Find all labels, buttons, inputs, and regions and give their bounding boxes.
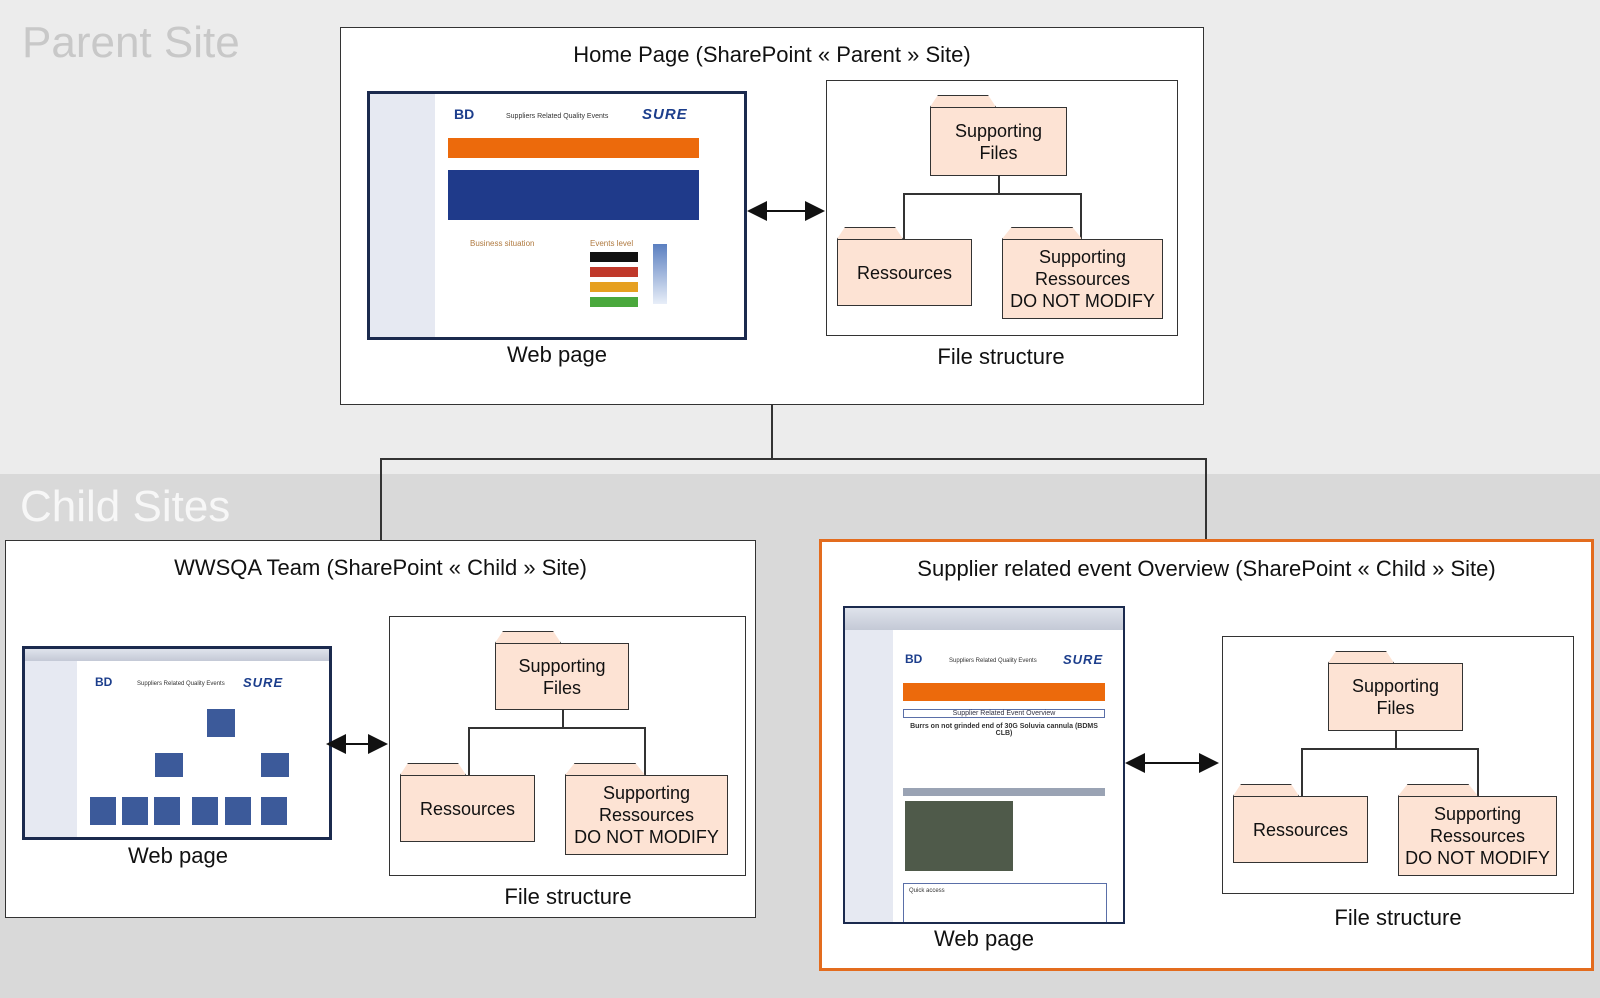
bd-logo: BD — [905, 652, 923, 666]
folder-tab — [565, 763, 645, 775]
org-node — [207, 709, 235, 737]
sure-logo: SURE — [243, 675, 284, 690]
thumbnail-sidebar — [845, 630, 893, 922]
thumbnail-browser-bar — [25, 649, 329, 661]
overview-web-page-caption: Web page — [934, 926, 1034, 951]
org-node — [261, 753, 289, 777]
parent-web-page-thumbnail[interactable]: BD Suppliers Related Quality Events SURE… — [367, 91, 747, 340]
tree-line — [468, 727, 644, 729]
wwsqa-file-structure-caption: File structure — [504, 884, 632, 909]
tree-line — [644, 727, 646, 775]
org-node — [192, 797, 218, 825]
child-sites-label: Child Sites — [20, 482, 231, 531]
thumbnail-business-header: Business situation — [470, 239, 535, 248]
connector-parent-down — [771, 405, 773, 459]
thumbnail-overview-header: Supplier Related Event Overview — [903, 709, 1105, 718]
thumbnail-sidebar — [25, 661, 77, 837]
org-node — [155, 753, 183, 777]
tree-line — [903, 193, 905, 239]
sure-logo: SURE — [642, 106, 688, 123]
folder-tab — [837, 227, 903, 239]
wwsqa-web-page-caption: Web page — [128, 843, 228, 868]
org-node — [90, 797, 116, 825]
thumbnail-levels-header: Events level — [590, 239, 634, 248]
tree-line — [1080, 193, 1082, 239]
connector-horizontal — [380, 458, 1206, 460]
folder-tab — [1398, 784, 1478, 796]
wwsqa-web-page-thumbnail[interactable]: BD Suppliers Related Quality Events SURE — [22, 646, 332, 840]
child-site-wwsqa-box: WWSQA Team (SharePoint « Child » Site) B… — [5, 540, 756, 918]
bd-logo: BD — [454, 106, 475, 122]
org-node — [261, 797, 287, 825]
parent-file-structure-caption: File structure — [937, 344, 1065, 369]
tree-line — [562, 710, 564, 728]
level-black — [590, 252, 638, 262]
level-red — [590, 267, 638, 277]
tree-line — [468, 727, 470, 775]
thumbnail-app-title: Suppliers Related Quality Events — [949, 658, 1037, 664]
bd-logo: BD — [95, 675, 113, 689]
thumbnail-info-panel — [448, 170, 699, 220]
sure-logo: SURE — [1063, 652, 1104, 667]
overview-web-page-thumbnail[interactable]: BD Suppliers Related Quality Events SURE… — [843, 606, 1125, 924]
child-site-overview-box: Supplier related event Overview (SharePo… — [819, 539, 1594, 971]
level-green — [590, 297, 638, 307]
parent-site-title: Home Page (SharePoint « Parent » Site) — [573, 42, 971, 67]
thumbnail-app-title: Suppliers Related Quality Events — [137, 681, 225, 687]
child-site-overview-title: Supplier related event Overview (SharePo… — [917, 556, 1496, 581]
tree-line — [1301, 748, 1303, 796]
org-node — [154, 797, 180, 825]
tree-line — [998, 176, 1000, 194]
thumbnail-alert-banner — [448, 138, 699, 158]
thumbnail-quick-access: Quick access — [909, 888, 945, 894]
folder-tab — [1233, 784, 1299, 796]
folder-tab — [400, 763, 466, 775]
thumbnail-browser-bar — [845, 608, 1123, 630]
parent-web-page-caption: Web page — [507, 342, 607, 367]
folder-tab — [1002, 227, 1082, 239]
org-node — [122, 797, 148, 825]
parent-site-label: Parent Site — [22, 18, 240, 67]
thumbnail-event-title: Burrs on not grinded end of 30G Soluvia … — [910, 723, 1098, 737]
folder-ressources[interactable]: Ressources — [1233, 796, 1368, 863]
folder-tab — [930, 95, 996, 107]
folder-ressources[interactable]: Ressources — [400, 775, 535, 842]
tree-line — [903, 193, 1080, 195]
parent-site-box: Home Page (SharePoint « Parent » Site) B… — [340, 27, 1204, 405]
thumbnail-alert-banner — [903, 683, 1105, 701]
connector-child-left — [380, 458, 382, 540]
thumbnail-quick-access-box — [903, 883, 1107, 922]
folder-tab — [495, 631, 561, 643]
tree-line — [1477, 748, 1479, 796]
level-amber — [590, 282, 638, 292]
child-site-wwsqa-title: WWSQA Team (SharePoint « Child » Site) — [174, 555, 587, 580]
thumbnail-app-title: Suppliers Related Quality Events — [506, 113, 609, 120]
thumbnail-event-photo — [905, 801, 1013, 871]
tree-line — [1395, 731, 1397, 749]
thumbnail-up-arrow — [653, 244, 667, 304]
thumbnail-sidebar — [370, 94, 435, 337]
overview-file-structure-caption: File structure — [1334, 905, 1462, 930]
tree-line — [1301, 748, 1477, 750]
org-node — [225, 797, 251, 825]
folder-ressources[interactable]: Ressources — [837, 239, 972, 306]
folder-tab — [1328, 651, 1394, 663]
connector-child-right — [1205, 458, 1207, 540]
thumbnail-section-bar — [903, 788, 1105, 796]
